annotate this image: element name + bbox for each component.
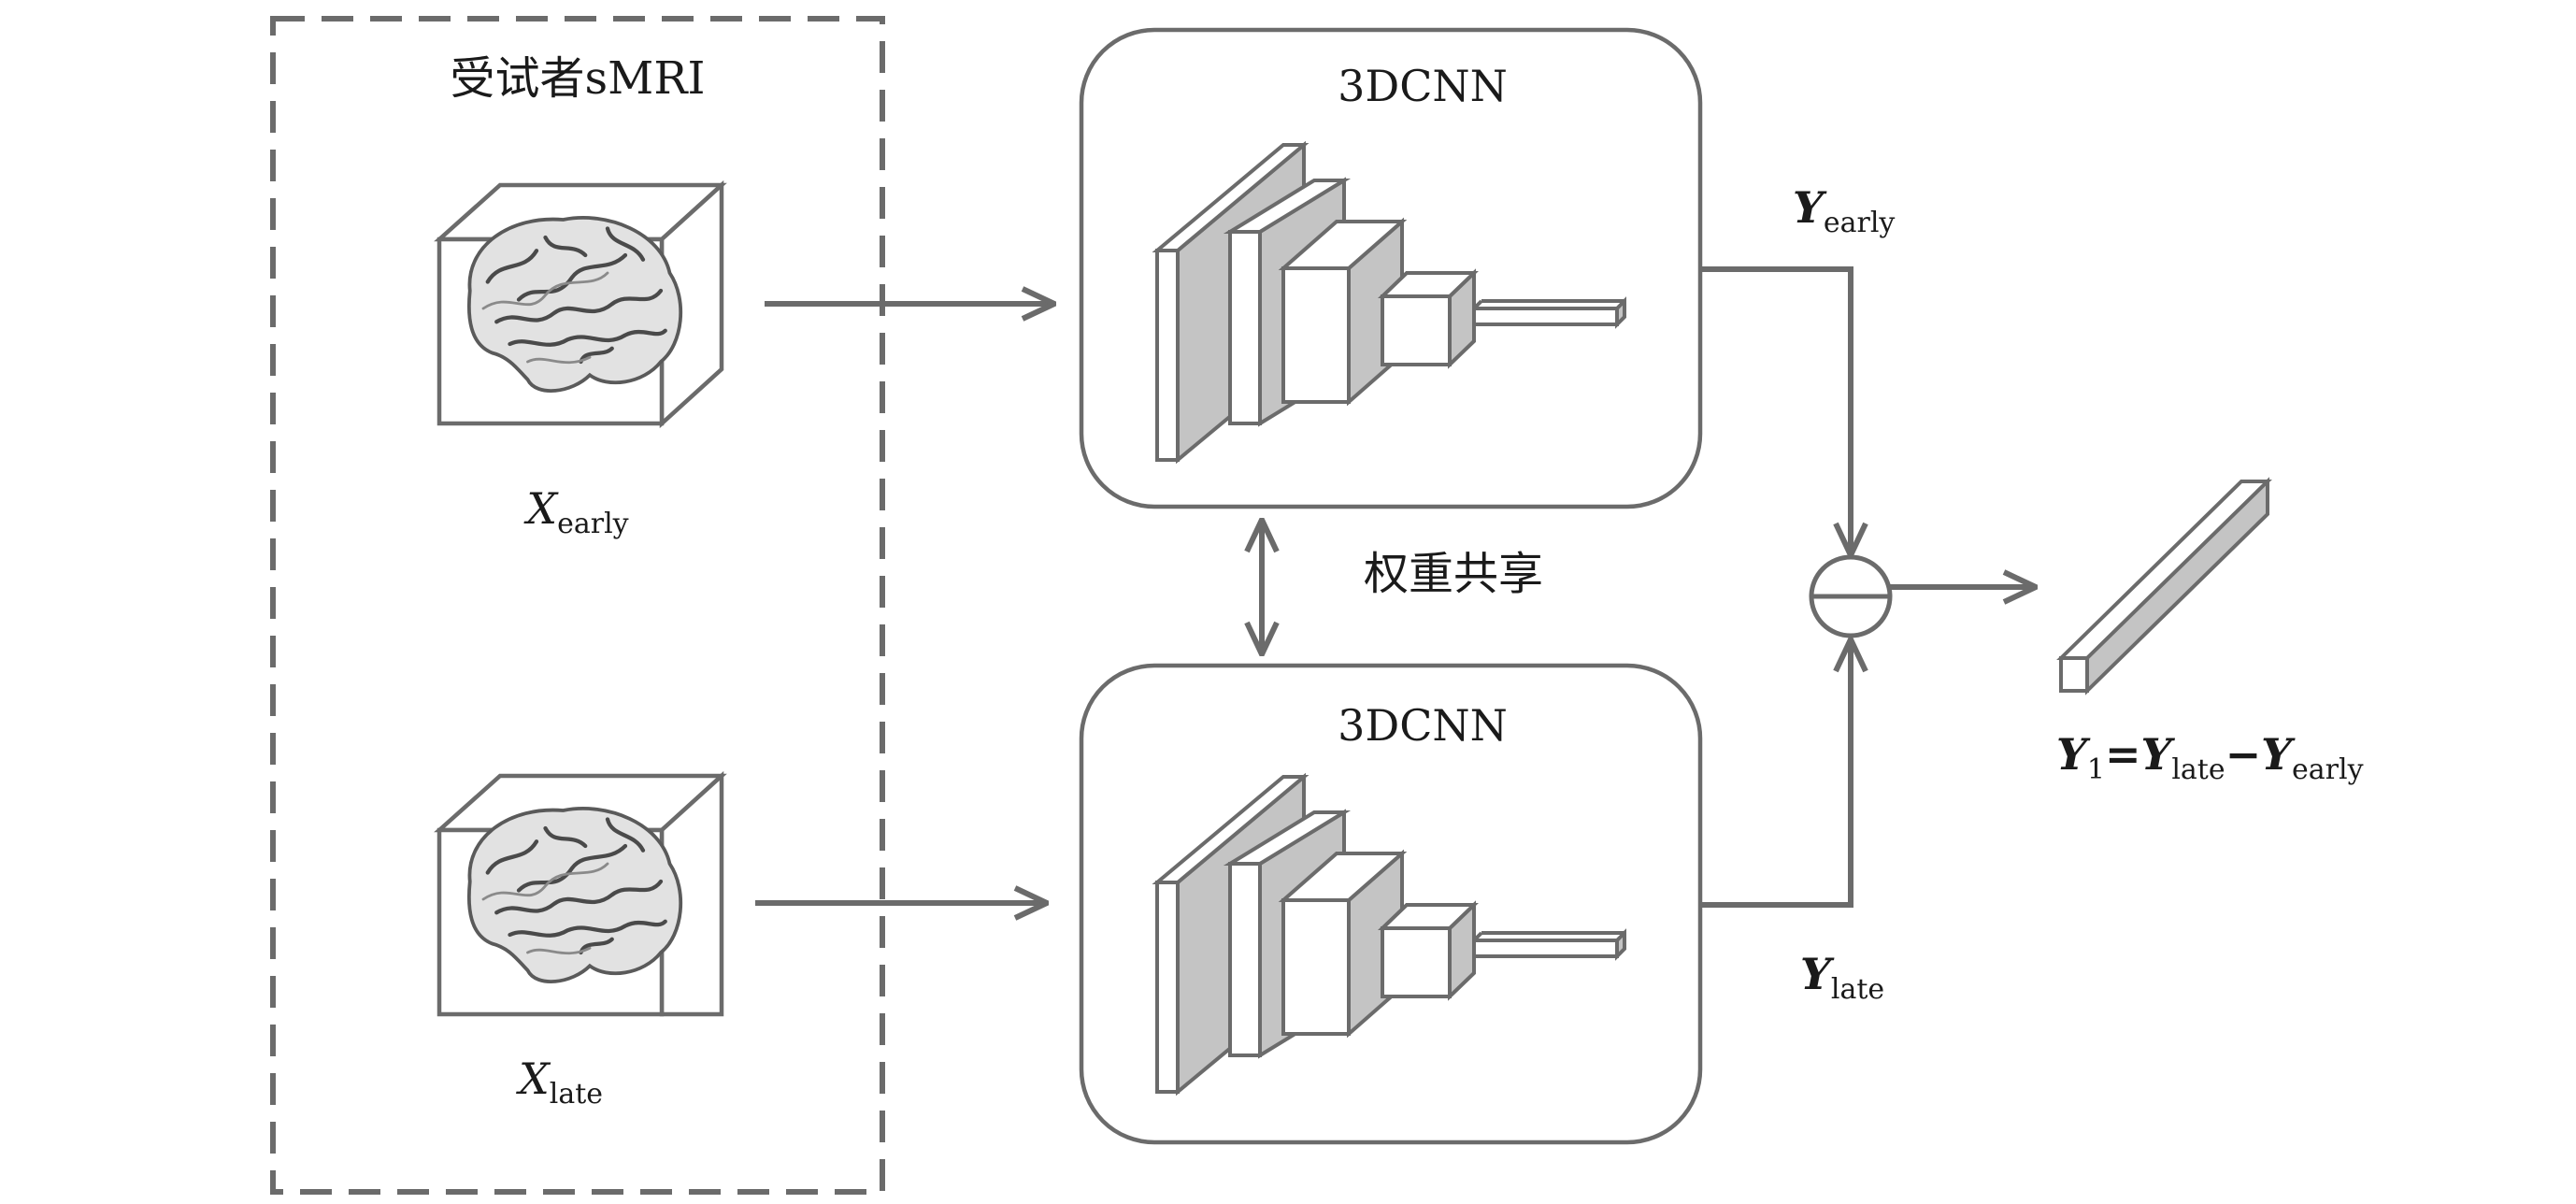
subject-group-box bbox=[270, 16, 885, 1195]
input-cube-late bbox=[434, 770, 727, 1017]
result-vector bbox=[2056, 477, 2272, 695]
arrow-output-early bbox=[1700, 266, 1851, 555]
input-early-label: Xearly bbox=[523, 483, 628, 540]
subject-group-title: 受试者sMRI bbox=[451, 52, 706, 105]
subtraction-node bbox=[1809, 554, 1893, 638]
cnn-label-late: 3DCNN bbox=[1338, 700, 1508, 751]
output-early-label: Yearly bbox=[1793, 182, 1895, 239]
input-late-label: Xlate bbox=[516, 1054, 603, 1111]
arrow-output-late bbox=[1700, 639, 1851, 908]
weight-sharing-label: 权重共享 bbox=[1364, 548, 1543, 600]
cnn-label-early: 3DCNN bbox=[1338, 61, 1508, 111]
output-late-label: Ylate bbox=[1800, 949, 1884, 1006]
result-formula: Y1=Ylate−Yearly bbox=[2056, 729, 2364, 786]
input-cube-early bbox=[434, 179, 727, 429]
